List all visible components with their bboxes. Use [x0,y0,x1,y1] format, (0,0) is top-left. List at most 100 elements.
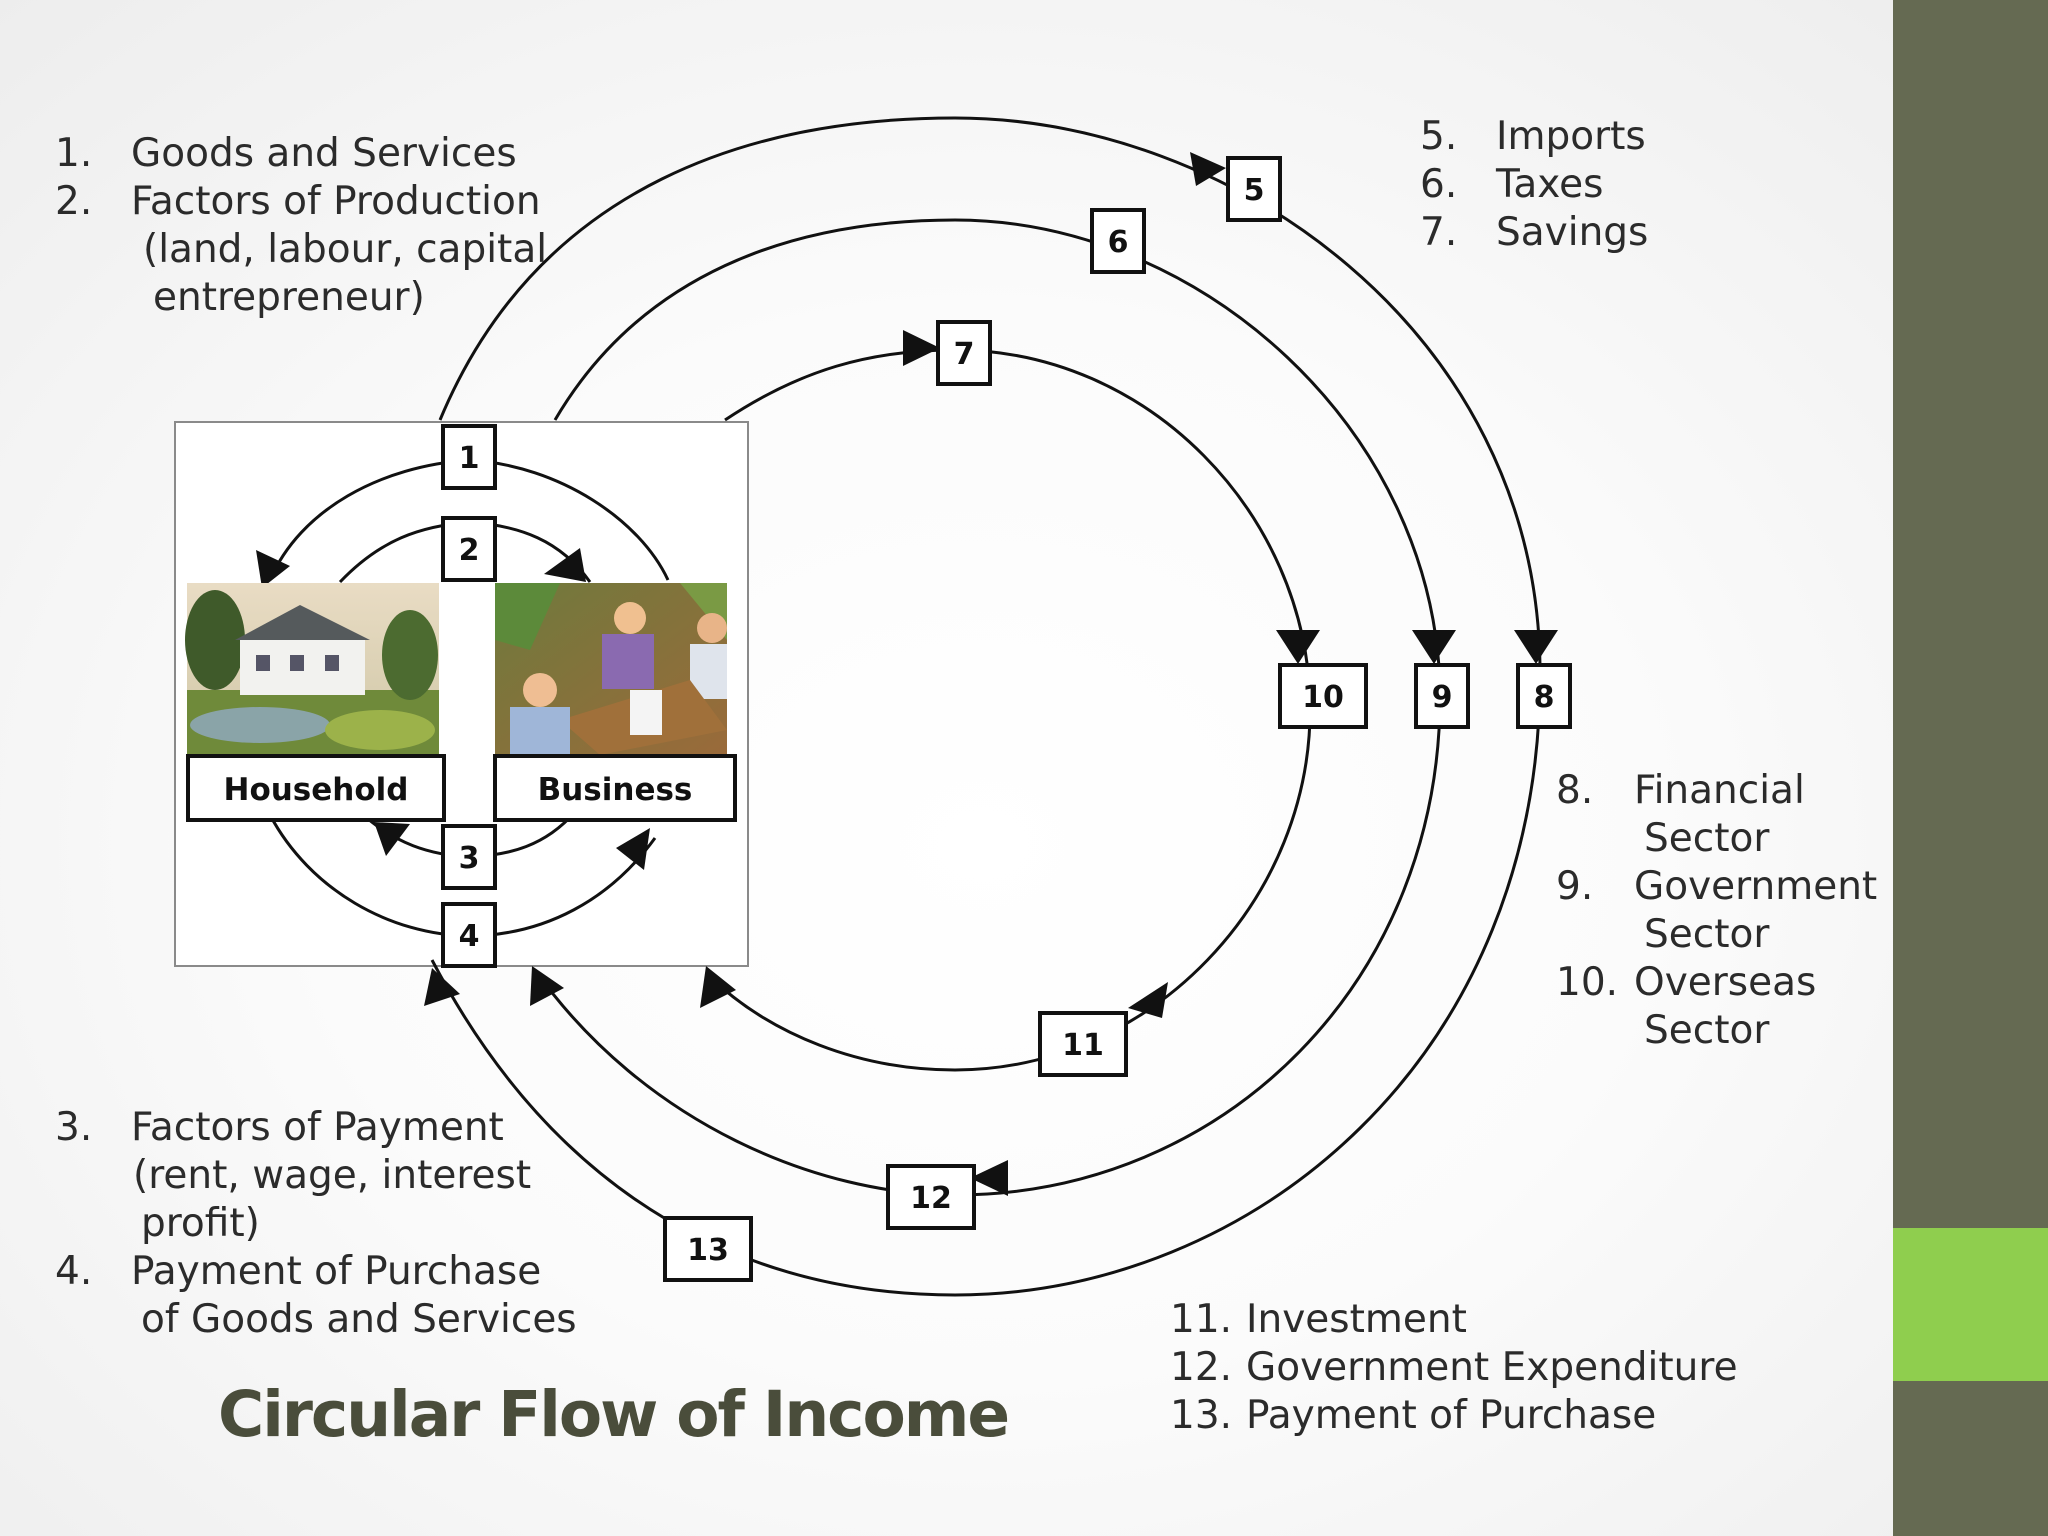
legend-text: Government [1634,864,1878,909]
flow-label-4: 4 [459,919,480,954]
flow-label-10: 10 [1302,680,1344,715]
side-accent [1893,1228,2048,1381]
legend-item-9: 9. Government [1556,863,1886,911]
flow-label-2: 2 [459,533,480,568]
legend-text: (land, labour, capital [143,227,548,272]
legend-num: 1. [55,131,93,176]
legend-text: Sector [1644,816,1770,861]
legend-bottom-right: 11. Investment 12. Government Expenditur… [1170,1296,1738,1440]
arrow-8 [1514,630,1558,664]
legend-num: 13. [1170,1393,1233,1438]
legend-text: Payment of Purchase [131,1249,542,1294]
legend-item-10: 10. Overseas [1556,959,1886,1007]
legend-text: Factors of Payment [131,1105,504,1150]
flow-box-8 [1516,663,1572,729]
legend-bottom-left: 3. Factors of Payment (rent, wage, inter… [55,1104,615,1344]
legend-top-left: 1. Goods and Services 2. Factors of Prod… [55,130,595,322]
arrow-11-left [700,966,736,1008]
arrow-1 [256,550,290,588]
legend-text: Financial [1634,768,1805,813]
legend-top-right: 5. Imports 6. Taxes 7. Savings [1420,113,1780,257]
flow-box-6 [1090,208,1146,274]
flow-box-13 [663,1216,753,1282]
business-picture [495,583,727,755]
legend-num: 10. [1556,960,1619,1005]
legend-item-4-cont: of Goods and Services [55,1296,615,1344]
legend-item-4: 4. Payment of Purchase [55,1248,615,1296]
legend-right: 8. Financial Sector 9. Government Sector… [1556,767,1886,1055]
flow-box-9 [1414,663,1470,729]
flow-box-7 [936,320,992,386]
legend-text: Payment of Purchase [1246,1393,1657,1438]
business-box: Business [493,754,737,822]
household-box: Household [186,754,446,822]
legend-num: 6. [1420,162,1458,207]
flow-label-13: 13 [687,1233,729,1268]
flow-box-12 [886,1164,976,1230]
arrow-12 [970,1160,1008,1196]
flow-box-5 [1226,156,1282,222]
arrow-10 [1276,630,1320,664]
flow-box-10 [1278,663,1368,729]
legend-text: Overseas [1634,960,1817,1005]
legend-item-8-cont: Sector [1556,815,1886,863]
arrow-4 [616,828,650,870]
flow-ring-inner [706,348,1312,1072]
arrow-13-left [424,968,460,1006]
flow-label-11: 11 [1062,1028,1104,1063]
legend-num: 3. [55,1105,93,1150]
legend-item-2-cont: entrepreneur) [55,274,595,322]
legend-text: entrepreneur) [153,275,425,320]
legend-num: 12. [1170,1345,1233,1390]
legend-item-2: 2. Factors of Production [55,178,595,226]
arrow-5 [1190,152,1226,186]
legend-num: 9. [1556,864,1594,909]
legend-item-5: 5. Imports [1420,113,1780,161]
legend-item-3-cont: (rent, wage, interest [55,1152,615,1200]
legend-item-12: 12. Government Expenditure [1170,1344,1738,1392]
arrow-3 [374,822,410,856]
legend-num: 7. [1420,210,1458,255]
legend-num: 5. [1420,114,1458,159]
flow-box-4 [441,902,497,968]
flow-label-5: 5 [1244,173,1265,208]
legend-item-10-cont: Sector [1556,1007,1886,1055]
arrow-11 [1128,982,1168,1018]
legend-text: Imports [1496,114,1646,159]
flow-box-11 [1038,1011,1128,1077]
flow-label-3: 3 [459,841,480,876]
legend-item-8: 8. Financial [1556,767,1886,815]
slide-title: Circular Flow of Income [218,1378,1010,1451]
legend-item-2-cont: (land, labour, capital [55,226,595,274]
legend-num: 8. [1556,768,1594,813]
household-label: Household [224,772,409,808]
flow-label-1: 1 [459,441,480,476]
legend-text: Taxes [1496,162,1604,207]
legend-text: Sector [1644,1008,1770,1053]
legend-item-11: 11. Investment [1170,1296,1730,1344]
legend-text: Savings [1496,210,1649,255]
arrow-9 [1412,630,1456,664]
household-picture [185,583,439,755]
legend-num: 11. [1170,1297,1233,1342]
legend-text: Goods and Services [131,131,517,176]
legend-text: Factors of Production [131,179,541,224]
legend-item-3: 3. Factors of Payment [55,1104,615,1152]
legend-text: profit) [141,1201,260,1246]
business-label: Business [538,772,693,808]
flow-label-6: 6 [1108,225,1129,260]
legend-text: (rent, wage, interest [133,1153,532,1198]
flow-label-12: 12 [910,1181,952,1216]
flow-label-8: 8 [1534,680,1555,715]
legend-text: Government Expenditure [1246,1345,1738,1390]
legend-num: 4. [55,1249,93,1294]
flow-label-7: 7 [954,337,975,372]
legend-item-9-cont: Sector [1556,911,1886,959]
arrowheads [256,152,1558,1196]
flow-box-1 [441,424,497,490]
flow-box-2 [441,516,497,582]
arrow-7 [903,330,940,366]
legend-item-3-cont: profit) [55,1200,615,1248]
